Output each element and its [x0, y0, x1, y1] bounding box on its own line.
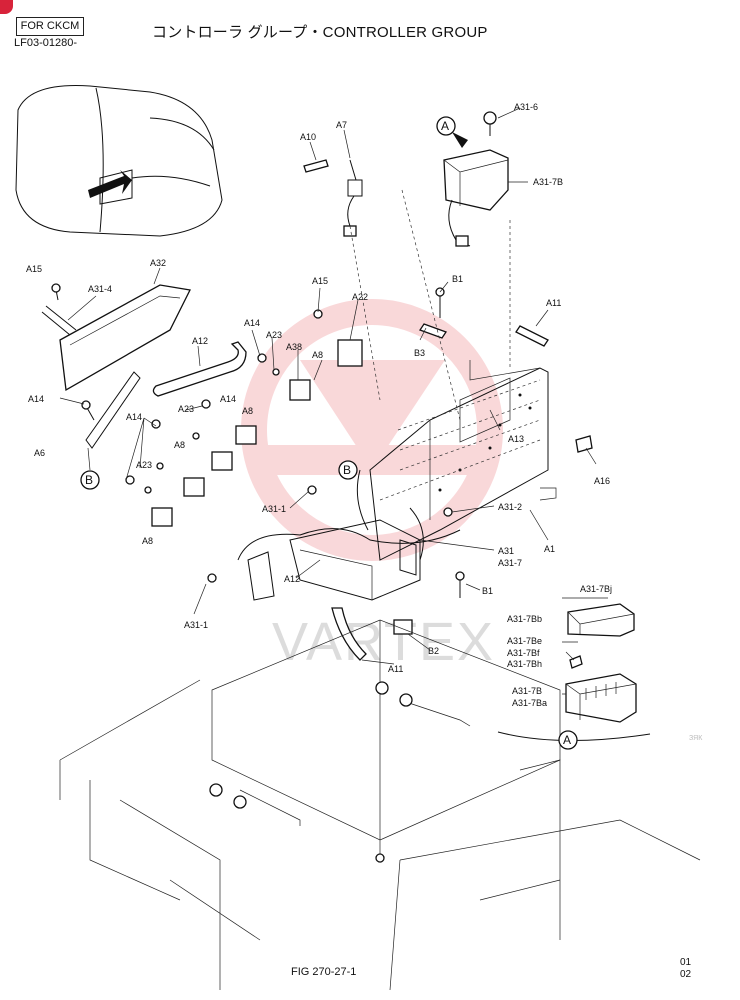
cab-seat-sketch — [15, 85, 223, 237]
part-label: A13 — [508, 434, 524, 444]
model-tag: FOR CKCM — [16, 17, 84, 36]
controller-bracket-a1 — [369, 360, 557, 561]
part-label: A10 — [300, 132, 316, 142]
part-label: A31-7B — [533, 177, 563, 187]
part-label: A14 — [244, 318, 260, 328]
svg-text:A: A — [563, 733, 571, 747]
callout-b-center: B — [338, 460, 358, 480]
figure-number: FIG 270-27-1 — [291, 966, 357, 978]
part-label: B1 — [482, 586, 493, 596]
part-label: A12 — [284, 574, 300, 584]
part-label: A31-7Bb — [507, 614, 542, 624]
callout-a-top: A — [436, 116, 456, 136]
part-label: A1 — [544, 544, 555, 554]
part-label: A23 — [136, 460, 152, 470]
part-label: A31-1 — [262, 504, 286, 514]
bolts-and-washers — [125, 287, 465, 635]
part-label: A22 — [352, 292, 368, 302]
detail-view-a — [497, 597, 651, 742]
part-label: A14 — [28, 394, 44, 404]
svg-text:B: B — [85, 473, 93, 487]
part-labels: A31-6 A31-7B A10 A7 A15 A31-4 A32 A15 A2… — [26, 102, 612, 708]
part-label: A38 — [286, 342, 302, 352]
part-label: A12 — [192, 336, 208, 346]
part-label: A32 — [150, 258, 166, 268]
part-label: A31-1 — [184, 620, 208, 630]
part-label: A31-6 — [514, 102, 538, 112]
part-label: A31-4 — [88, 284, 112, 294]
part-label: A31-7Ba — [512, 698, 547, 708]
hose-a12 — [152, 341, 367, 661]
part-label: A31-7Be — [507, 636, 542, 646]
part-label: A14 — [220, 394, 236, 404]
part-label: B3 — [414, 348, 425, 358]
upper-frame-outline — [59, 619, 701, 991]
harness-a31-7b — [443, 111, 509, 247]
part-label: A15 — [312, 276, 328, 286]
callout-a-detail: A — [558, 730, 578, 750]
watermark-text: VARTEX — [272, 612, 495, 672]
leader-lines — [59, 107, 597, 665]
part-label: B2 — [428, 646, 439, 656]
page-number-1: 01 — [680, 957, 692, 968]
part-label: A31-7B — [512, 686, 542, 696]
document-code: LF03-01280- — [14, 37, 77, 49]
part-label: A14 — [126, 412, 142, 422]
part-label: A11 — [388, 664, 403, 674]
part-label: A7 — [336, 120, 347, 130]
part-label: A8 — [174, 440, 185, 450]
part-label: A31-7 — [498, 558, 522, 568]
svg-text:B: B — [343, 463, 351, 477]
part-label: A31-7Bj — [580, 584, 612, 594]
page-title: コントローラ グループ・CONTROLLER GROUP — [152, 24, 488, 41]
page-number-2: 02 — [680, 969, 692, 980]
cover-a32 — [41, 283, 191, 392]
part-label: A31-7Bh — [507, 659, 542, 669]
part-label: B1 — [452, 274, 463, 284]
part-label: A16 — [594, 476, 610, 486]
svg-text:A: A — [441, 119, 449, 133]
corner-tab-marker — [0, 0, 13, 14]
callout-b-left: B — [80, 447, 100, 490]
part-label: A15 — [26, 264, 42, 274]
stay-a6 — [81, 371, 141, 449]
relay-a8-group — [151, 159, 593, 527]
part-label: A6 — [34, 448, 45, 458]
part-label: A31-2 — [498, 502, 522, 512]
part-label: A23 — [266, 330, 282, 340]
part-label: A23 — [178, 404, 194, 414]
watermark-emblem — [241, 299, 503, 561]
part-label: A31-7Bf — [507, 648, 540, 658]
part-label: A8 — [242, 406, 253, 416]
part-label: A31 — [498, 546, 514, 556]
part-label: A8 — [142, 536, 153, 546]
faint-mark: ЗЯК — [689, 735, 703, 742]
part-label: A11 — [546, 298, 561, 308]
controller-unit-a31 — [237, 469, 461, 601]
part-label: A8 — [312, 350, 323, 360]
